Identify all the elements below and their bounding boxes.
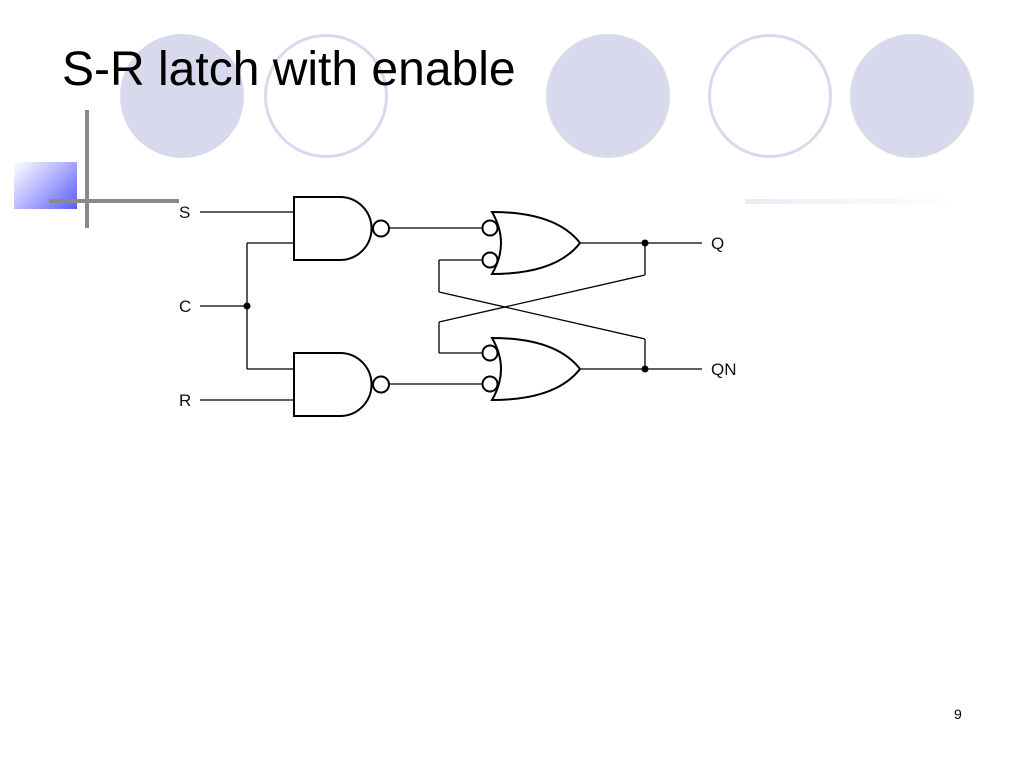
nand-bottom-bubble <box>372 375 390 394</box>
label-q: Q <box>711 234 724 253</box>
decor-circle-4 <box>708 34 832 158</box>
decor-circle-3 <box>546 34 670 158</box>
decor-circle-1 <box>120 34 244 158</box>
junction-qn <box>641 365 649 373</box>
decor-circle-5 <box>850 34 974 158</box>
nand-top-bubble <box>372 219 390 238</box>
wire-qn-feedback-cross <box>438 291 646 340</box>
junction-c <box>243 302 251 310</box>
page-number: 9 <box>954 706 962 722</box>
label-qn: QN <box>711 360 737 379</box>
or-gate-top <box>490 210 582 276</box>
or-top-bubble-2 <box>481 251 499 269</box>
slide-title: S-R latch with enable <box>62 43 516 96</box>
junction-q <box>641 239 649 247</box>
or-bottom-bubble-2 <box>481 375 499 393</box>
label-s: S <box>179 203 190 222</box>
wire-q-feedback-cross <box>438 274 646 323</box>
decor-horizontal-line <box>49 199 179 203</box>
label-c: C <box>179 297 191 316</box>
label-r: R <box>179 391 191 410</box>
or-bottom-bubble-1 <box>481 344 499 362</box>
decor-right-rule <box>745 199 960 204</box>
nand-gate-top <box>293 196 373 261</box>
decor-vertical-line <box>85 110 89 228</box>
nand-gate-bottom <box>293 352 373 417</box>
or-gate-bottom <box>490 336 582 402</box>
decor-circle-2 <box>264 34 388 158</box>
or-top-bubble-1 <box>481 219 499 237</box>
